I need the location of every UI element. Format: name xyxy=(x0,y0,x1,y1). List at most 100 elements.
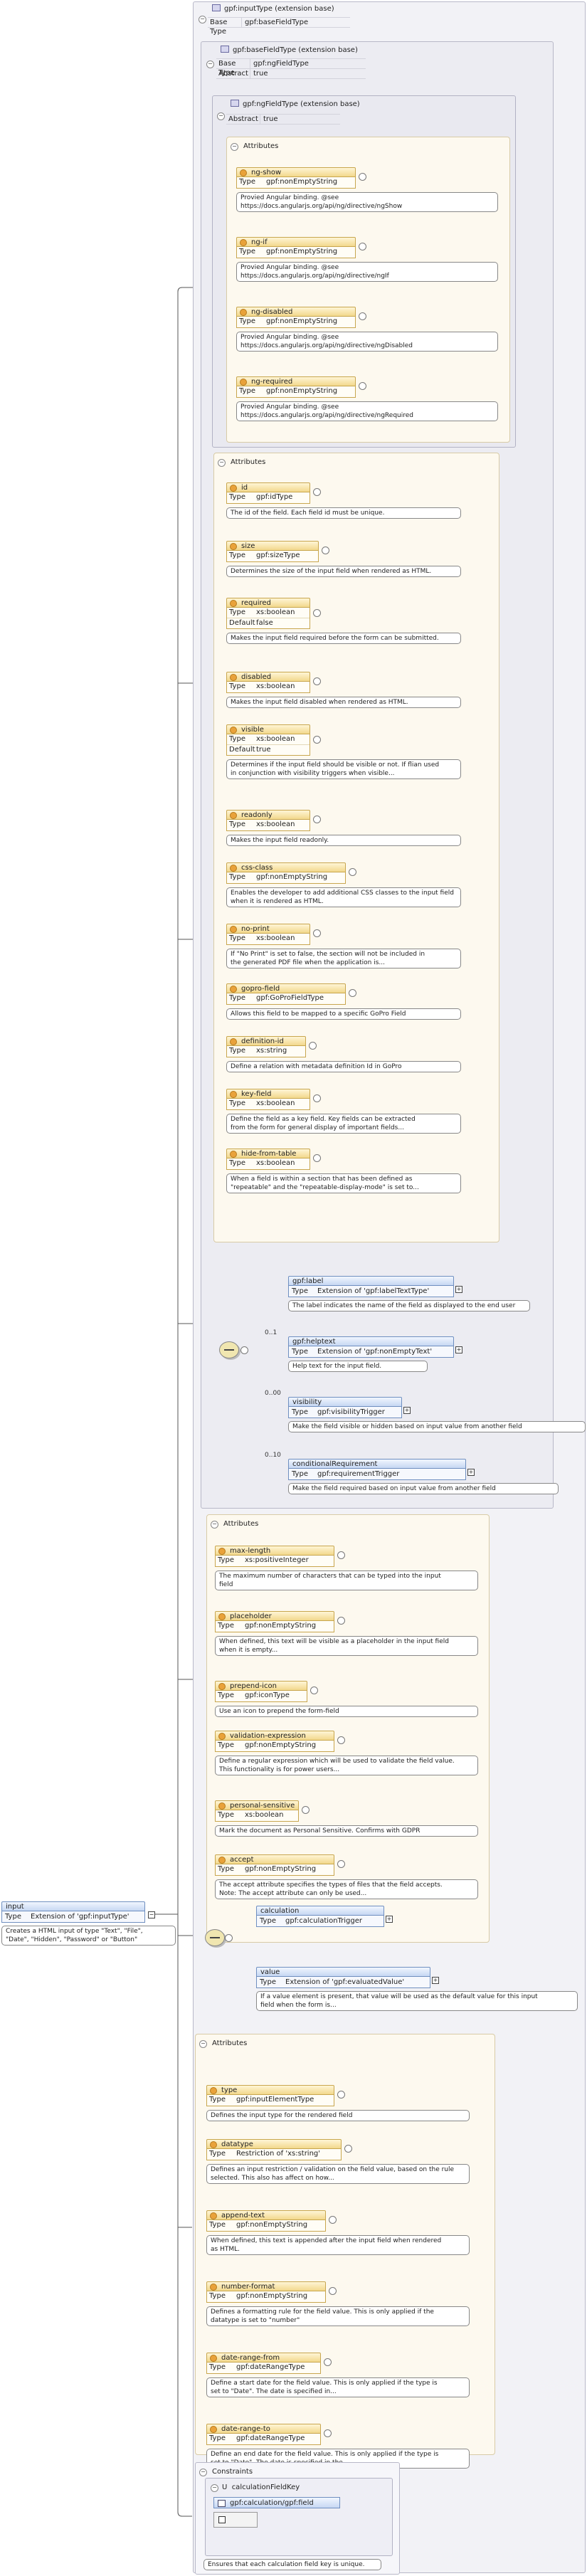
element-expand-button[interactable]: + xyxy=(467,1469,475,1476)
attribute-icon xyxy=(240,379,247,386)
ng-field-type-title: gpf:ngFieldType (extension base) xyxy=(231,100,360,108)
attribute-expand-button[interactable] xyxy=(313,1094,321,1102)
attribute-icon xyxy=(218,1857,226,1864)
attribute-expand-button[interactable] xyxy=(348,868,356,876)
attribute-expand-button[interactable] xyxy=(313,609,321,617)
input-type-collapse-button[interactable]: − xyxy=(199,16,206,23)
attribute-expand-button[interactable] xyxy=(358,173,366,181)
attribute-icon xyxy=(218,1683,226,1690)
constraint-field-box xyxy=(213,2512,258,2528)
attribute-name: prepend-icon xyxy=(215,1681,308,1691)
sequence-compositor-icon[interactable] xyxy=(219,1341,239,1358)
attribute-expand-button[interactable] xyxy=(337,2091,345,2099)
attribute-expand-button[interactable] xyxy=(302,1806,310,1814)
constraints-heading: Constraints xyxy=(212,2468,253,2476)
attribute-expand-button[interactable] xyxy=(358,312,366,320)
attribute-name: no-print xyxy=(226,924,310,934)
attribute-expand-button[interactable] xyxy=(313,736,321,744)
attribute-name: disabled xyxy=(226,672,310,682)
documentation: If "No Print" is set to false, the secti… xyxy=(226,949,461,968)
documentation: If a value element is present, that valu… xyxy=(256,1991,578,2011)
attribute-expand-button[interactable] xyxy=(328,2216,337,2224)
input-type-title: gpf:inputType (extension base) xyxy=(212,4,334,13)
attribute-expand-button[interactable] xyxy=(344,2145,352,2153)
attribute-expand-button[interactable] xyxy=(358,382,366,390)
attribute-icon xyxy=(230,1091,237,1098)
attribute-expand-button[interactable] xyxy=(322,547,330,554)
attribute-expand-button[interactable] xyxy=(313,488,321,496)
documentation: The maximum number of characters that ca… xyxy=(215,1571,478,1590)
attribute-expand-button[interactable] xyxy=(313,677,321,685)
sequence-collapse-button[interactable] xyxy=(240,1346,248,1354)
base-field-type-collapse-button[interactable]: − xyxy=(206,60,214,68)
attribute-expand-button[interactable] xyxy=(337,1617,345,1625)
attribute-expand-button[interactable] xyxy=(328,2287,337,2295)
attribute-name: number-format xyxy=(206,2281,326,2291)
documentation: Makes the input field disabled when rend… xyxy=(226,697,461,708)
root-attributes-heading: Attributes xyxy=(212,2039,248,2047)
attribute-expand-button[interactable] xyxy=(310,1686,319,1694)
attribute-expand-button[interactable] xyxy=(324,2429,332,2437)
element-expand-button[interactable]: + xyxy=(386,1916,393,1923)
attribute-expand-button[interactable] xyxy=(337,1860,345,1868)
attribute-expand-button[interactable] xyxy=(337,1551,345,1559)
documentation: Define a regular expression which will b… xyxy=(215,1756,478,1775)
root-doc: Creates a HTML input of type "Text", "Fi… xyxy=(1,1926,176,1946)
attribute-name: validation-expression xyxy=(215,1731,334,1741)
attribute-icon xyxy=(230,727,237,734)
attribute-name: ng-show xyxy=(236,167,356,177)
attribute-expand-button[interactable] xyxy=(313,1154,321,1162)
attribute-expand-button[interactable] xyxy=(308,1042,317,1050)
attribute-expand-button[interactable] xyxy=(358,243,366,250)
element-expand-button[interactable]: + xyxy=(455,1346,462,1353)
base-field-type-title: gpf:baseFieldType (extension base) xyxy=(221,46,358,54)
element-name: conditionalRequirement xyxy=(288,1459,466,1469)
attribute-expand-button[interactable] xyxy=(348,989,356,997)
field-icon xyxy=(218,2516,226,2523)
attribute-name: datatype xyxy=(206,2139,342,2149)
element-expand-button[interactable]: + xyxy=(455,1286,462,1293)
constraints-collapse-button[interactable]: − xyxy=(199,2469,207,2476)
attribute-expand-button[interactable] xyxy=(337,1736,345,1744)
ng-field-type-collapse-button[interactable]: − xyxy=(217,112,225,120)
base-attributes-collapse-button[interactable]: − xyxy=(218,459,226,467)
attribute-icon xyxy=(240,169,247,176)
constraint-collapse-button[interactable]: − xyxy=(211,2484,218,2492)
sequence-compositor-icon[interactable] xyxy=(205,1929,225,1946)
documentation: Makes the input field readonly. xyxy=(226,835,461,846)
attribute-name: max-length xyxy=(215,1546,334,1556)
element-expand-button[interactable]: + xyxy=(432,1977,439,1984)
attribute-icon xyxy=(218,1548,226,1555)
attribute-name: hide-from-table xyxy=(226,1149,310,1158)
attribute-icon xyxy=(230,812,237,819)
attribute-expand-button[interactable] xyxy=(313,815,321,823)
attribute-expand-button[interactable] xyxy=(313,929,321,937)
collapse-button[interactable]: − xyxy=(148,1911,155,1918)
documentation: The label indicates the name of the fiel… xyxy=(288,1300,530,1311)
sequence-collapse-button[interactable] xyxy=(225,1934,233,1942)
documentation: Mark the document as Personal Sensitive.… xyxy=(215,1825,478,1837)
element-expand-button[interactable]: + xyxy=(403,1407,411,1414)
attribute-expand-button[interactable] xyxy=(324,2358,332,2366)
input-attributes-collapse-button[interactable]: − xyxy=(211,1521,218,1529)
root-attributes-collapse-button[interactable]: − xyxy=(199,2040,207,2048)
ng-attributes-collapse-button[interactable]: − xyxy=(231,143,238,151)
attribute-icon xyxy=(210,2141,217,2148)
